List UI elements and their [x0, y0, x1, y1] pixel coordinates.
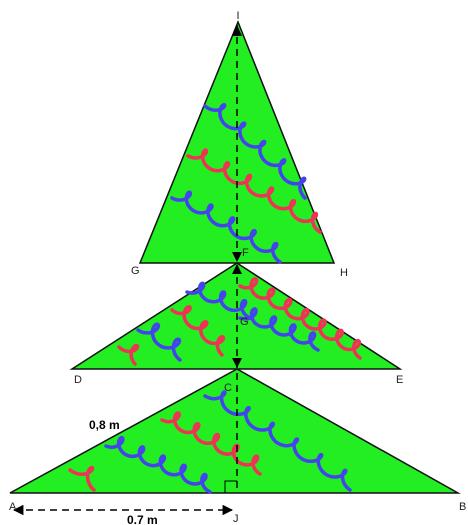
label-D: D — [74, 374, 82, 386]
label-B: B — [459, 501, 466, 513]
label-I: I — [236, 10, 239, 22]
arrow-down-F — [232, 252, 242, 262]
label-C: C — [224, 382, 232, 394]
label-F: F — [242, 247, 249, 259]
label-A: A — [9, 501, 17, 513]
slant-length-label: 0,8 m — [89, 418, 120, 432]
label-H: H — [340, 267, 348, 279]
label-J: J — [233, 513, 239, 525]
garland-red-mid-3 — [117, 343, 140, 366]
bottom-triangle-ABC — [9, 368, 461, 494]
arrow-up-I — [232, 25, 242, 36]
garland-red-top — [186, 148, 322, 234]
right-angle-marker — [224, 480, 237, 493]
garlands — [68, 102, 362, 494]
label-G: G — [131, 265, 140, 277]
garland-red-mid-2 — [170, 305, 226, 357]
garland-blue-mid-3 — [238, 307, 320, 352]
garland-blue-top-1 — [203, 102, 307, 200]
arrow-up-F — [232, 264, 242, 274]
garland-red-bottom-2 — [68, 465, 96, 492]
label-mid: G — [240, 316, 249, 328]
garland-blue-top-2 — [170, 190, 282, 264]
garland-blue-bottom-2 — [104, 435, 212, 494]
garland-red-mid-1 — [238, 277, 362, 360]
garland-blue-bottom-1 — [203, 390, 352, 492]
top-triangle-GHI — [138, 19, 336, 264]
garland-blue-mid-1 — [185, 281, 252, 320]
label-E: E — [396, 374, 403, 386]
garland-blue-mid-2 — [136, 322, 182, 362]
half-base-length-label: 0.7 m — [127, 513, 158, 525]
middle-triangle-DEF — [69, 262, 403, 370]
arrow-down-C — [232, 358, 242, 368]
garland-red-bottom-1 — [160, 411, 262, 476]
